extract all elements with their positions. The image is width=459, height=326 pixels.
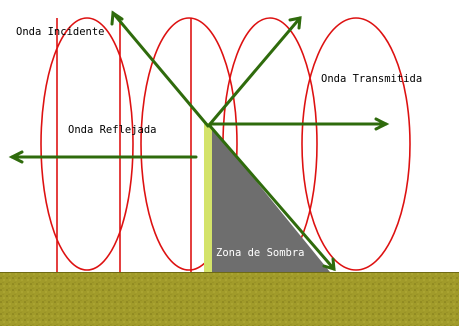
wavefront-ellipse-4 — [301, 17, 411, 271]
transmitted-ray — [208, 117, 390, 131]
reflected-ray — [8, 150, 198, 164]
wavefront-ellipse-2 — [140, 17, 238, 271]
label-shadow-zone: Zona de Sombra — [216, 247, 305, 259]
rays — [8, 10, 390, 272]
wavefront-ellipse-1 — [40, 17, 134, 271]
diffracted-wavefronts — [40, 17, 411, 271]
ground — [0, 272, 459, 326]
diffracted-ray-up — [208, 16, 302, 126]
label-incident-wave: Onda Incidente — [16, 26, 105, 38]
diffracted-ray-down — [208, 124, 336, 272]
label-transmitted-wave: Onda Transmitida — [321, 73, 422, 85]
label-reflected-wave: Onda Reflejada — [68, 124, 157, 136]
obstacle-wall — [204, 123, 212, 274]
incident-wavefronts — [56, 18, 192, 272]
incident-ray — [110, 10, 210, 128]
